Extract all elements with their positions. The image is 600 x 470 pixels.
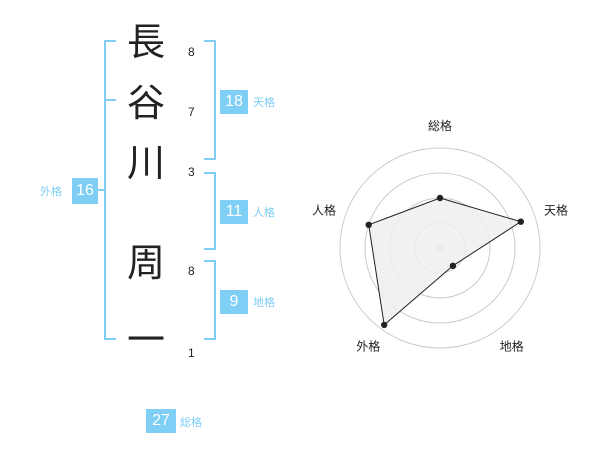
name-char-3: 川 (126, 141, 165, 185)
radar-axis-label: 地格 (500, 339, 524, 354)
chikaku-label: 地格 (253, 296, 275, 309)
radar-ring (339, 147, 541, 349)
tenkaku-label: 天格 (253, 96, 275, 109)
radar-point (449, 262, 457, 269)
radar-point (436, 194, 444, 202)
jinkaku-value: 11 (220, 200, 248, 224)
stroke-count-4: 8 (188, 264, 195, 278)
tenkaku-value: 18 (220, 90, 248, 114)
stroke-count-1: 8 (188, 45, 195, 59)
radar-polygon (368, 197, 522, 326)
gaikaku-label: 外格 (40, 185, 62, 198)
radar-shape (365, 194, 524, 329)
radar-point (517, 218, 524, 225)
name-char-5: 一 (126, 318, 165, 362)
chikaku-value: 9 (220, 290, 248, 314)
gaikaku-value: 16 (72, 178, 98, 204)
radar-axis-label: 総格 (428, 118, 452, 133)
radar-point (365, 221, 372, 228)
radar-point (381, 321, 388, 329)
radar-axis-label: 人格 (312, 202, 336, 217)
soukaku-value: 27 (146, 409, 176, 433)
stroke-count-3: 3 (188, 165, 195, 179)
name-char-4: 周 (126, 241, 165, 285)
soukaku-label: 総格 (180, 416, 202, 429)
radar-ring (364, 172, 516, 324)
radar-axis-label: 外格 (356, 339, 380, 354)
name-char-1: 長 (126, 20, 165, 64)
stroke-count-2: 7 (188, 105, 195, 119)
jinkaku-label: 人格 (253, 206, 275, 219)
radar-axis-label: 天格 (544, 202, 568, 217)
name-char-2: 谷 (126, 81, 165, 125)
stroke-count-5: 1 (188, 346, 195, 360)
